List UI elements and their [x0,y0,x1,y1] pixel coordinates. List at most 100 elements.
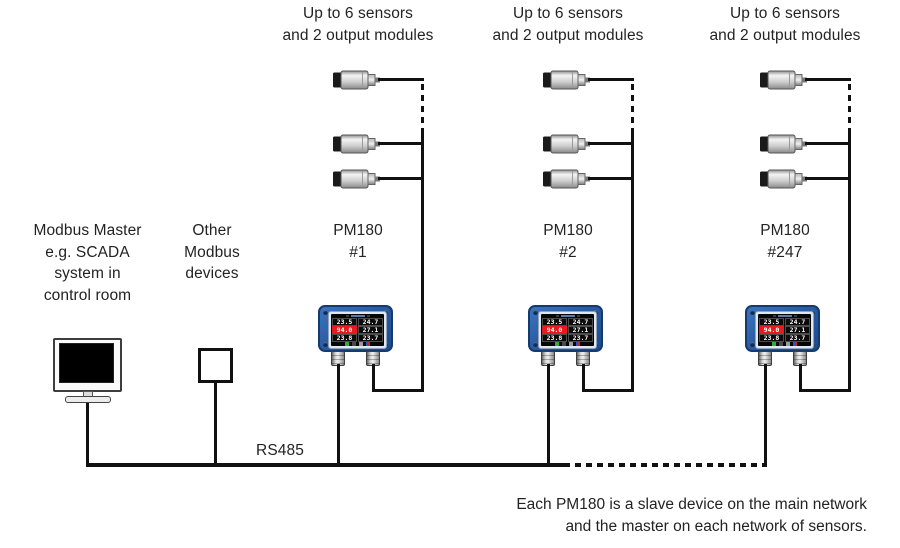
device-body: 23.5 24.7 94.0 27.1 23.8 23.7 [528,305,603,352]
sensor-icon [333,70,380,90]
sensor-bus-line [420,131,424,391]
cable-gland-icon [541,351,555,366]
status-icons [758,342,811,346]
sensor-icon [333,169,380,189]
sensor-icon [760,70,807,90]
display-frame: 23.5 24.7 94.0 27.1 23.8 23.7 [755,311,814,349]
device-sensor-cable-run [799,389,851,392]
sensor-connect-line [588,142,634,145]
screw-icon [533,342,538,347]
reading-cell: 23.5 [542,318,567,326]
reading-cell-alarm: 94.0 [542,326,567,334]
sensors-note: Up to 6 sensors and 2 output modules [282,5,434,44]
sensor-connect-line [588,78,634,81]
device-bus-cable [337,364,340,467]
device-bus-cable [764,364,767,467]
display-readings: 23.5 24.7 94.0 27.1 23.8 23.7 [758,318,811,342]
reading-cell: 23.8 [332,334,357,342]
sensor-connect-line [805,142,851,145]
screw-icon [533,310,538,315]
screw-icon [750,342,755,347]
sensor-bus-dashed-line [420,84,424,131]
other-modbus-device-icon [198,348,233,383]
reading-cell-alarm: 94.0 [759,326,784,334]
device-body: 23.5 24.7 94.0 27.1 23.8 23.7 [745,305,820,352]
sensor-connect-line [378,78,424,81]
display-readings: 23.5 24.7 94.0 27.1 23.8 23.7 [541,318,594,342]
status-alert-icon [366,342,370,346]
device-sensor-cable [582,364,585,392]
screw-icon [323,310,328,315]
reading-cell: 23.5 [759,318,784,326]
sensor-bus-line [847,131,851,391]
reading-cell: 23.5 [332,318,357,326]
sensor-bus-line [630,131,634,391]
monitor-base [65,396,111,403]
sensor-connect-line [805,78,851,81]
sensor-connect-line [588,177,634,180]
status-dark-icon [352,342,356,346]
device-sensor-cable [799,364,802,392]
device-sensor-cable [372,364,375,392]
pm180-device-icon: 23.5 24.7 94.0 27.1 23.8 23.7 [318,305,393,366]
reading-cell: 23.7 [568,334,593,342]
device-label: PM180 #247 [760,222,810,261]
sensors-note: Up to 6 sensors and 2 output modules [492,5,644,44]
status-dark-icon [779,342,783,346]
reading-cell: 24.7 [568,318,593,326]
device-display: 23.5 24.7 94.0 27.1 23.8 23.7 [541,314,594,346]
device-bus-cable [547,364,550,467]
display-header [758,314,811,318]
sensor-icon [543,70,590,90]
cable-gland-icon [366,351,380,366]
modbus-master-label: Modbus Master e.g. SCADA system in contr… [33,222,142,304]
reading-cell: 23.8 [759,334,784,342]
device-label: PM180 #2 [543,222,593,261]
status-green-icon [555,342,559,346]
reading-cell: 23.8 [542,334,567,342]
monitor-screen [59,343,114,383]
sensors-note: Up to 6 sensors and 2 output modules [709,5,861,44]
sensor-connect-line [378,177,424,180]
reading-cell: 24.7 [358,318,383,326]
reading-cell: 27.1 [358,326,383,334]
display-frame: 23.5 24.7 94.0 27.1 23.8 23.7 [538,311,597,349]
display-header [541,314,594,318]
reading-cell: 23.7 [358,334,383,342]
reading-cell: 23.7 [785,334,810,342]
status-green-icon [345,342,349,346]
master-drop-line [86,403,89,467]
status-dark-icon [562,342,566,346]
display-frame: 23.5 24.7 94.0 27.1 23.8 23.7 [328,311,387,349]
display-readings: 23.5 24.7 94.0 27.1 23.8 23.7 [331,318,384,342]
sensor-icon [760,169,807,189]
status-icons [331,342,384,346]
device-sensor-cable-run [582,389,634,392]
device-display: 23.5 24.7 94.0 27.1 23.8 23.7 [758,314,811,346]
reading-cell-alarm: 94.0 [332,326,357,334]
device-body: 23.5 24.7 94.0 27.1 23.8 23.7 [318,305,393,352]
rs485-bus-line [87,463,564,467]
status-alert-icon [576,342,580,346]
rs485-bus-dashed-line [564,463,765,467]
reading-cell: 27.1 [785,326,810,334]
sensor-bus-dashed-line [630,84,634,131]
status-green-icon [772,342,776,346]
footnote: Each PM180 is a slave device on the main… [516,496,867,535]
device-label: PM180 #1 [333,222,383,261]
cable-gland-icon [331,351,345,366]
reading-cell: 27.1 [568,326,593,334]
sensor-icon [760,134,807,154]
sensor-icon [333,134,380,154]
screw-icon [750,310,755,315]
device-display: 23.5 24.7 94.0 27.1 23.8 23.7 [331,314,384,346]
status-icons [541,342,594,346]
other-modbus-label: Other Modbus devices [184,222,240,282]
display-header [331,314,384,318]
device-sensor-cable-run [372,389,424,392]
other-device-drop-line [214,382,217,467]
sensor-icon [543,134,590,154]
screw-icon [323,342,328,347]
status-alert-icon [793,342,797,346]
